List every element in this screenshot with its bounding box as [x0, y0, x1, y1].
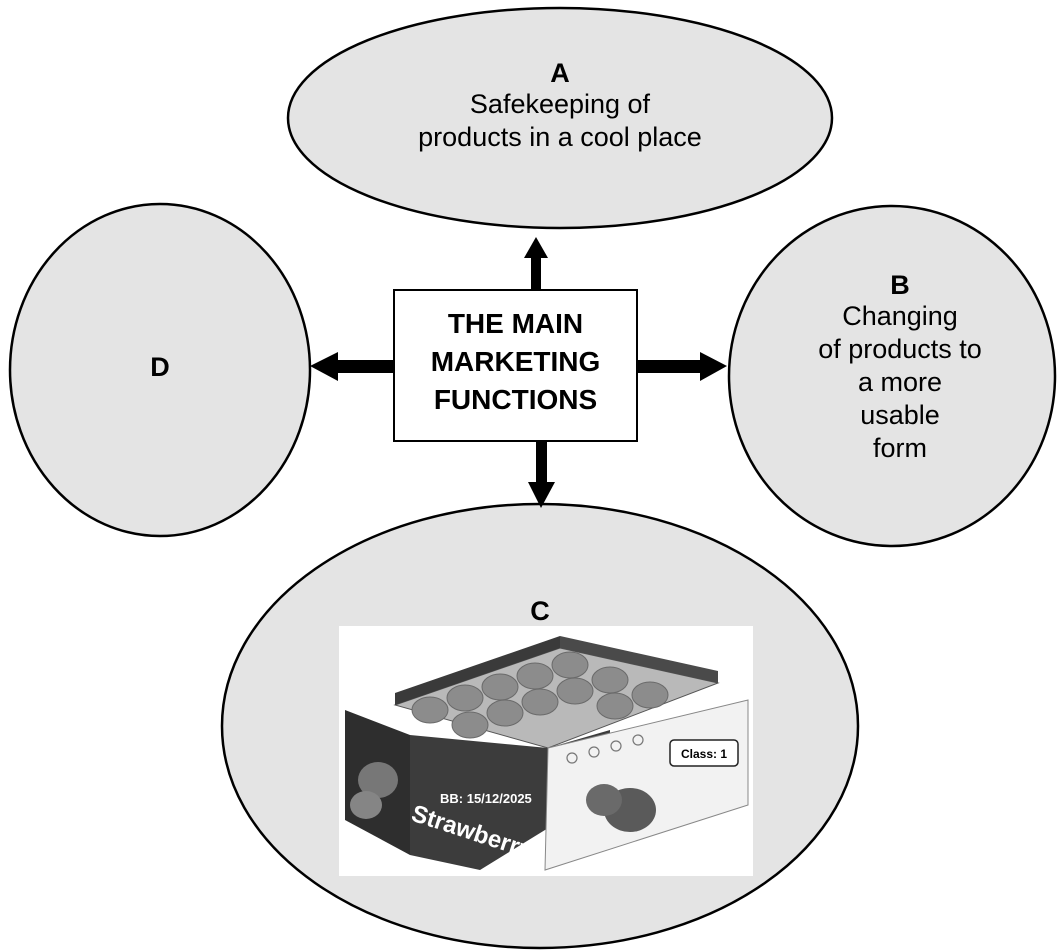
- class-label-text: Class: 1: [681, 747, 727, 761]
- arrow-right: [637, 352, 727, 381]
- center-line3: FUNCTIONS: [433, 384, 598, 415]
- node-a-label: A Safekeeping of products in a cool plac…: [360, 58, 760, 154]
- node-d-letter: D: [150, 352, 170, 382]
- strawberry-package-photo: Class: 1 BB: 15/12/2025 Strawberry: [339, 626, 753, 876]
- center-line2: MARKETING: [430, 346, 601, 377]
- node-b-line5: form: [873, 433, 927, 463]
- node-a-line1: Safekeeping of: [469, 89, 651, 119]
- arrow-up: [524, 237, 548, 290]
- strawberry-graphic: [350, 762, 656, 832]
- node-d-ellipse: [8, 202, 312, 538]
- class-label-box: [669, 739, 739, 767]
- node-c-letter: C: [530, 596, 550, 626]
- node-a-ellipse: [286, 6, 834, 230]
- node-a-line2: products in a cool place: [418, 122, 702, 152]
- node-b-line2: of products to: [818, 334, 982, 364]
- node-b-ellipse: [727, 204, 1057, 548]
- center-label: THE MAIN MARKETING FUNCTIONS: [394, 305, 637, 419]
- strawberries-in-tray: [411, 651, 669, 739]
- node-b-letter: B: [890, 270, 910, 300]
- node-b-line1: Changing: [842, 301, 958, 331]
- center-box: [393, 289, 638, 442]
- node-b-line4: usable: [860, 400, 940, 430]
- node-a-letter: A: [550, 58, 570, 88]
- arrow-left: [310, 352, 394, 381]
- center-line1: THE MAIN: [447, 308, 584, 339]
- package-back-wall: [395, 636, 560, 705]
- best-before-text: BB: 15/12/2025: [440, 791, 532, 806]
- node-b-label: B Changing of products to a more usable …: [770, 270, 1030, 465]
- node-b-line3: a more: [857, 367, 943, 397]
- arrow-down: [528, 441, 555, 508]
